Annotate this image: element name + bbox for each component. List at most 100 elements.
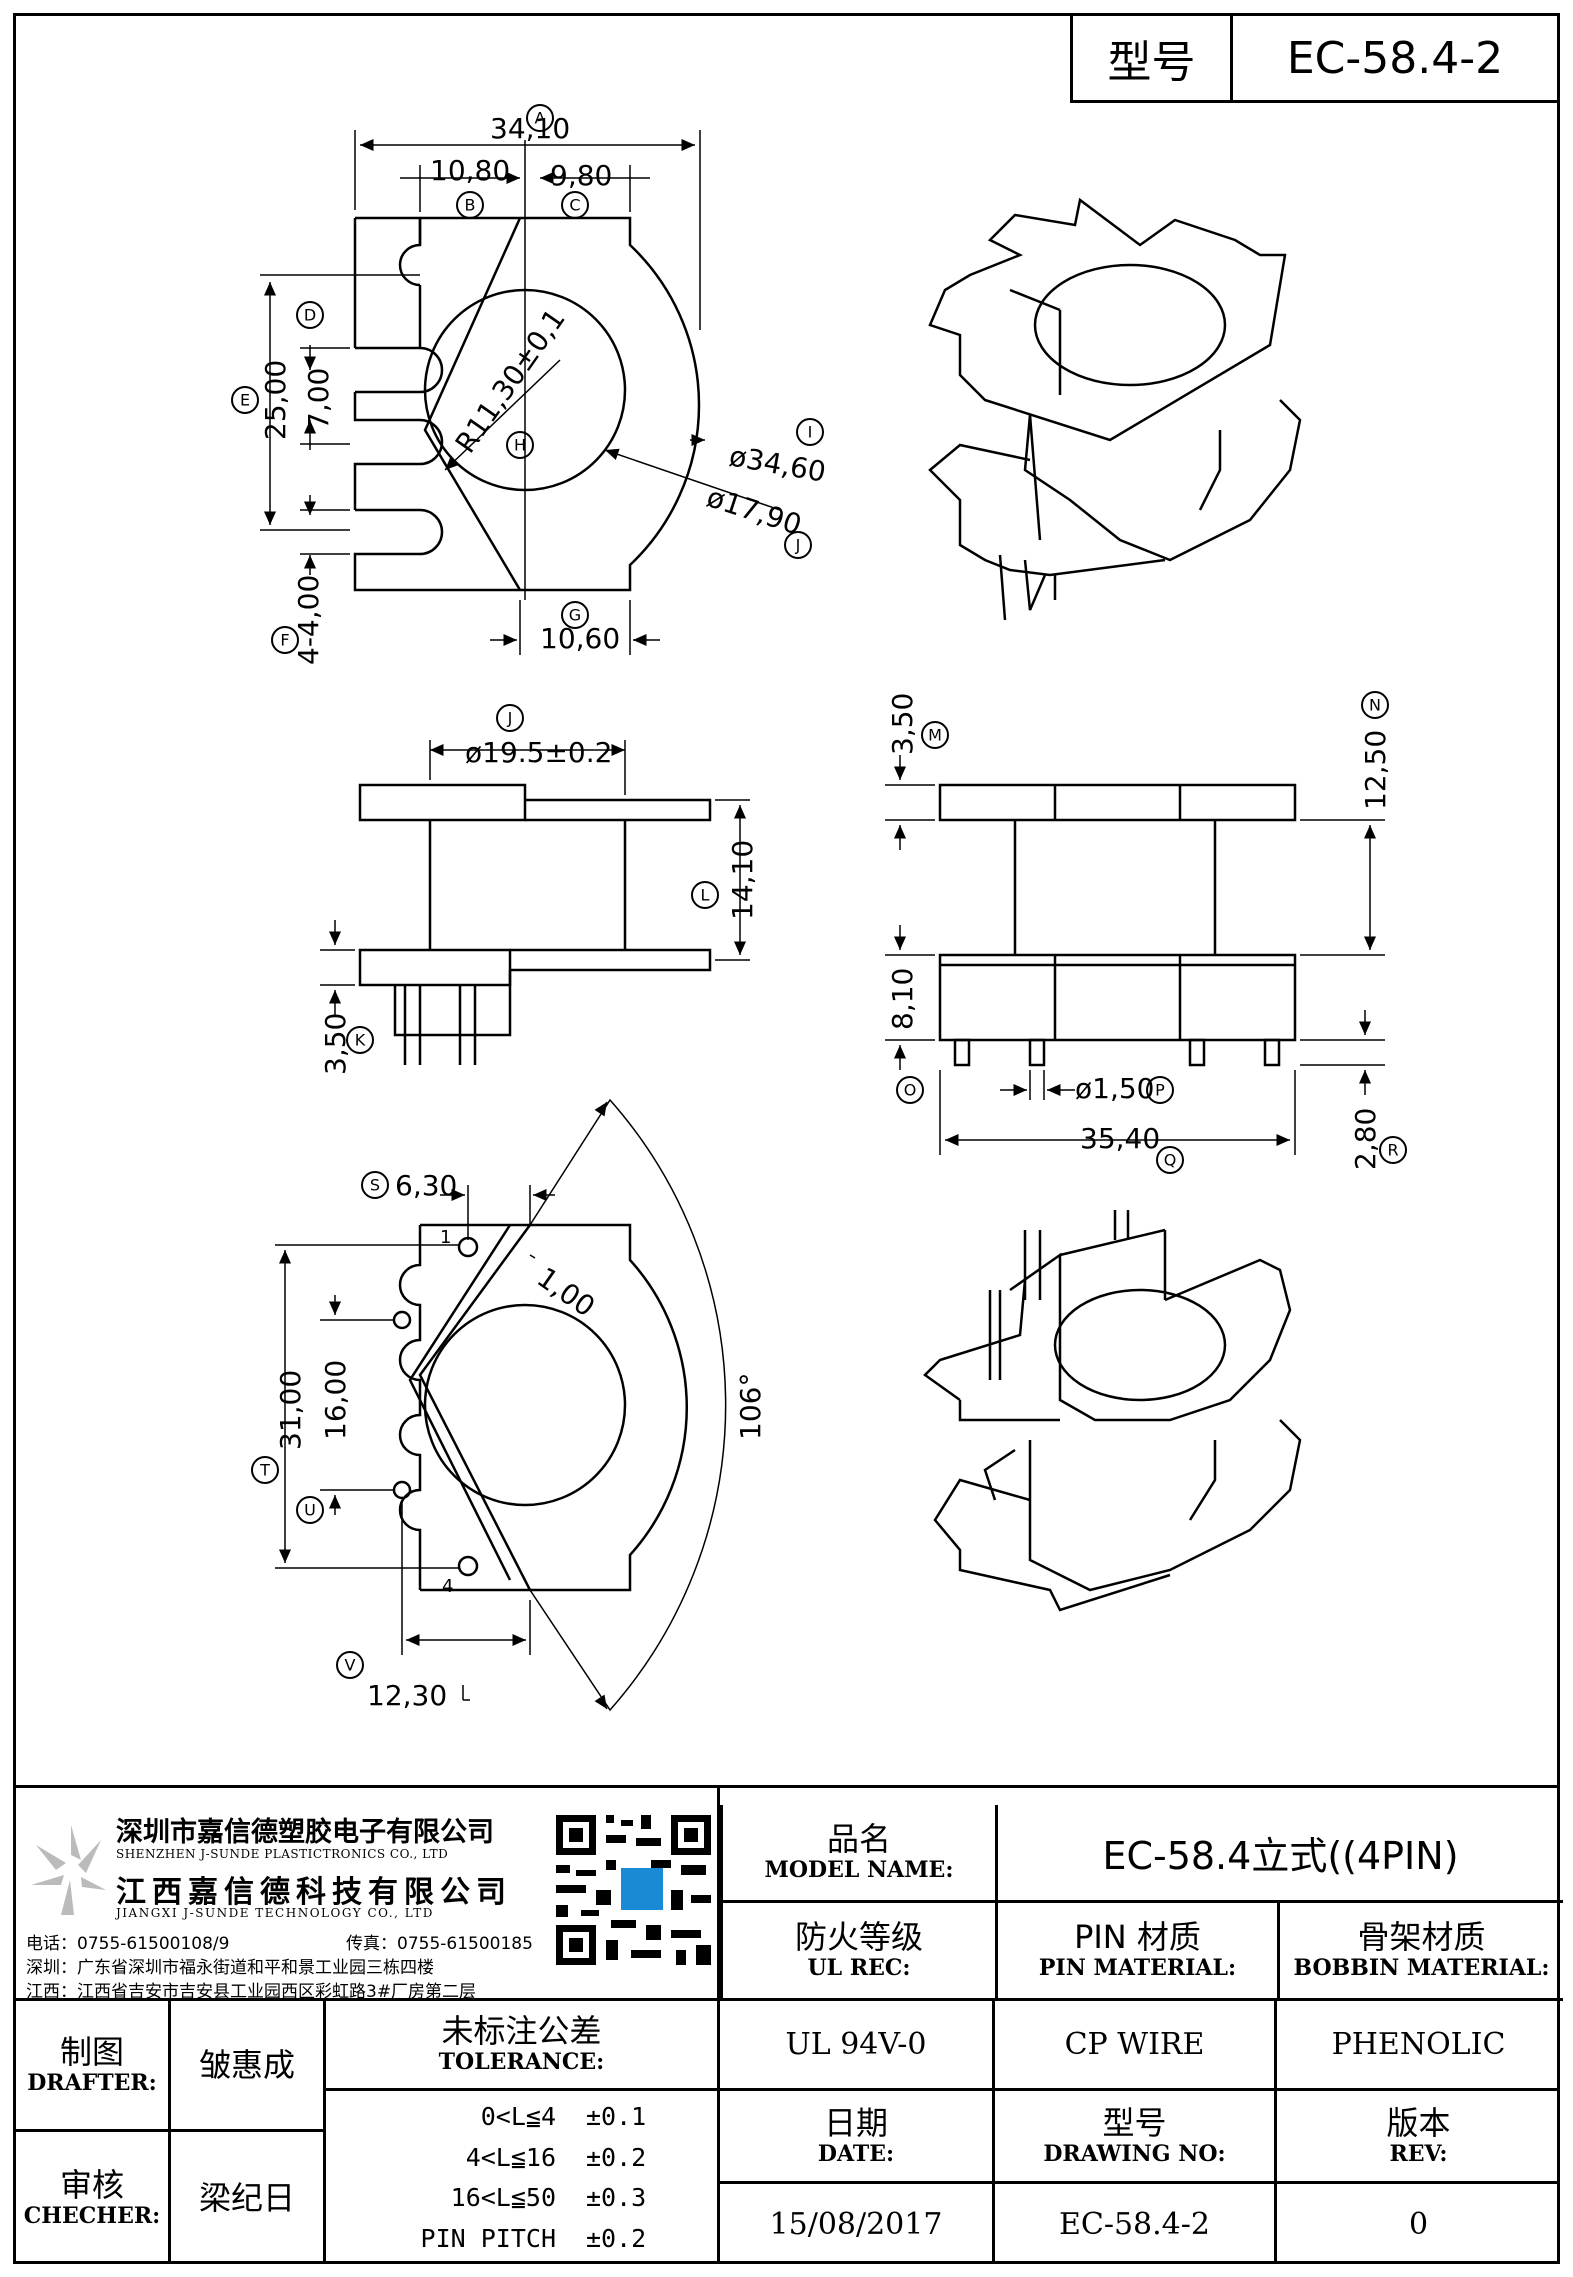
tolerance-table: 0<L≦4 ±0.1 4<L≦16 ±0.2 16<L≦50 ±0.3 PIN …: [326, 2091, 720, 2264]
marker-o: O: [904, 1081, 917, 1100]
top-view: [260, 130, 781, 655]
dim-q: 35,40: [1080, 1122, 1160, 1155]
model-header-value: EC-58.4-2: [1286, 32, 1504, 84]
dim-m: 3,50: [886, 693, 919, 755]
marker-p: P: [1155, 1081, 1165, 1100]
dim-k: 3,50: [319, 1013, 352, 1075]
company-tel: 电话：0755-61500108/9: [26, 1934, 230, 1954]
dim-e: 25,00: [259, 360, 292, 440]
front-view: [885, 755, 1385, 1155]
dim-v: 12,30: [367, 1679, 447, 1712]
tolerance-row: 16<L≦50 ±0.3: [450, 2183, 647, 2213]
marker-b: B: [465, 196, 476, 215]
dim-d: 7,00: [302, 368, 335, 430]
dim-n: 12,50: [1359, 730, 1392, 810]
marker-v: V: [345, 1656, 356, 1675]
marker-e: E: [240, 391, 250, 410]
company-addr-sz: 深圳：广东省深圳市福永街道和平和景工业园三栋四楼: [26, 1958, 434, 1978]
pin-material-value: CP WIRE: [1064, 2027, 1205, 2062]
marker-n: N: [1369, 696, 1381, 715]
dim-angle: 106°: [734, 1373, 767, 1440]
sheet-border: [13, 13, 1560, 2264]
tolerance-label-en: TOLERANCE:: [438, 2049, 605, 2076]
marker-h: H: [514, 436, 526, 455]
dim-a: 34,10: [490, 112, 570, 145]
checker-value: 梁纪日: [198, 2178, 295, 2217]
marker-g: G: [569, 606, 581, 625]
checker-label-en: CHECHER:: [23, 2202, 161, 2229]
rev-value: 0: [1408, 2206, 1429, 2242]
company-en-1: SHENZHEN J-SUNDE PLASTICTRONICS CO., LTD: [116, 1847, 449, 1861]
tolerance-row: 4<L≦16 ±0.2: [465, 2142, 647, 2172]
dim-l: 14,10: [726, 840, 759, 920]
company-en-2: JIANGXI J-SUNDE TECHNOLOGY CO., LTD: [116, 1906, 434, 1920]
marker-k: K: [355, 1031, 366, 1050]
title-block-bottom: 制图 DRAFTER: 皱惠成 审核 CHECHER: 梁纪日 未标注公差 TO…: [16, 2001, 1560, 2264]
tolerance-row: PIN PITCH ±0.2: [420, 2223, 647, 2253]
iso-view-top: [928, 197, 1302, 621]
technical-drawing: A B C D E F G H I J J K L M N O P Q R S …: [231, 104, 1407, 1712]
marker-r: R: [1387, 1141, 1398, 1160]
dim-side-j: ø19.5±0.2: [465, 736, 612, 769]
dim-t: 31,00: [274, 1370, 307, 1450]
dim-o: 8,10: [886, 968, 919, 1030]
company-name-2: 江西嘉信德科技有限公司: [116, 1875, 512, 1910]
marker-c: C: [569, 196, 580, 215]
ul-label-en: UL REC:: [807, 1955, 911, 1982]
company-block: 深圳市嘉信德塑胶电子有限公司 SHENZHEN J-SUNDE PLASTICT…: [16, 1805, 716, 2005]
marker-i: I: [808, 423, 813, 442]
model-name-value: EC-58.4立式((4PIN): [1102, 1834, 1459, 1878]
iso-view-bottom: [923, 1210, 1302, 1612]
dim-j: ø17,90: [703, 480, 806, 541]
dim-s: 6,30: [395, 1169, 457, 1202]
date-label: 日期: [823, 2103, 888, 2142]
marker-m: M: [928, 726, 942, 745]
marker-u: U: [304, 1501, 316, 1520]
bobbin-material-label-en: BOBBIN MATERIAL:: [1293, 1955, 1550, 1982]
dim-i: ø34,60: [727, 439, 829, 488]
model-header-box: 型号 EC-58.4-2: [1070, 13, 1560, 103]
company-logo: [31, 1825, 106, 1915]
drawing-no-label-en: DRAWING NO:: [1043, 2140, 1226, 2167]
date-value: 15/08/2017: [769, 2206, 943, 2242]
dim-p: ø1,50: [1075, 1072, 1154, 1105]
dim-c: 9,80: [550, 159, 612, 192]
pin-material-label: PIN 材质: [1074, 1918, 1201, 1957]
marker-t: T: [259, 1461, 270, 1480]
dim-f: 4-4,00: [292, 575, 325, 665]
checker-label: 审核: [59, 2165, 124, 2204]
company-name-1: 深圳市嘉信德塑胶电子有限公司: [116, 1817, 494, 1848]
marker-q: Q: [1164, 1151, 1177, 1170]
tolerance-row: 0<L≦4 ±0.1: [480, 2102, 647, 2132]
drawing-no-label: 型号: [1102, 2103, 1167, 2142]
marker-s: S: [370, 1176, 380, 1195]
title-block-right: 品名 MODEL NAME: EC-58.4立式((4PIN) 防火等级 UL …: [720, 1805, 1563, 2001]
drawing-divider: [13, 1785, 1560, 1788]
pin-1-label: 1: [440, 1227, 451, 1248]
company-fax: 传真：0755-61500185: [346, 1934, 533, 1954]
side-view: [320, 740, 750, 1065]
marker-j: J: [795, 536, 801, 555]
marker-d: D: [304, 306, 316, 325]
drafter-label: 制图: [59, 2032, 124, 2071]
drawing-no-value: EC-58.4-2: [1058, 2206, 1210, 2242]
company-addr-jx: 江西：江西省吉安市吉安县工业园西区彩虹路3#厂房第二层: [26, 1982, 477, 2002]
pin-material-label-en: PIN MATERIAL:: [1038, 1955, 1237, 1982]
bobbin-material-value: PHENOLIC: [1331, 2027, 1506, 2062]
ul-value: UL 94V-0: [785, 2027, 927, 2062]
rev-label-en: REV:: [1389, 2140, 1448, 2167]
marker-f: F: [280, 631, 289, 650]
dim-u: 16,00: [319, 1360, 352, 1440]
qr-code: [551, 1810, 716, 1970]
dim-r: 2,80: [1349, 1108, 1382, 1170]
tolerance-label: 未标注公差: [441, 2012, 602, 2051]
title-block-divider: [717, 1788, 720, 2001]
pin-4-label: 4: [442, 1576, 453, 1597]
marker-j-side: J: [507, 709, 513, 728]
model-header-label: 型号: [1107, 37, 1196, 88]
model-name-label: 品名: [826, 1820, 891, 1859]
marker-a: A: [535, 109, 546, 128]
dim-b: 10,80: [430, 154, 510, 187]
drafter-label-en: DRAFTER:: [27, 2069, 157, 2096]
